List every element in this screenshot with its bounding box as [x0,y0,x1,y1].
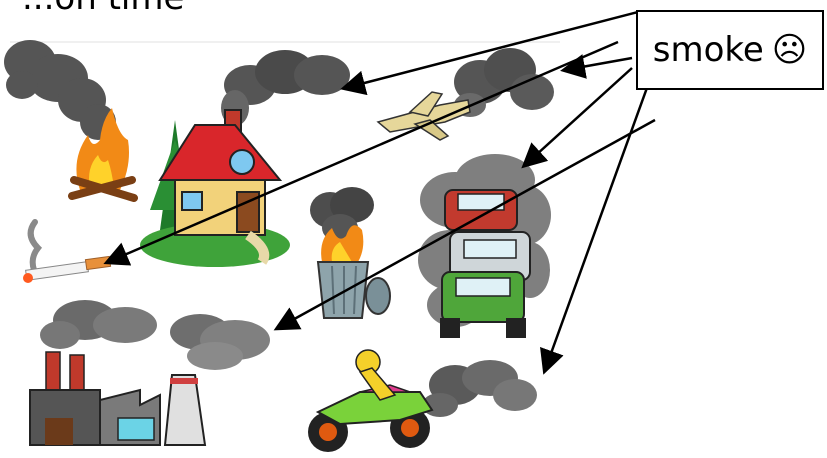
cigarette-smoke [31,222,38,270]
motorcycle-smoke [422,360,537,417]
house-round-window [230,150,254,174]
smoke-label-text: smoke [653,30,764,70]
factory-illustration [30,300,270,445]
campfire-smoke [4,40,116,140]
house-roof [160,125,280,180]
arrow-to-motorcycle-smoke [545,85,648,370]
sad-face-icon: ☹ [772,30,807,70]
campfire-illustration [4,40,134,198]
trash-smoke [310,187,374,242]
motorcycle-illustration [308,350,537,452]
house-window [182,192,202,210]
cars-illustration [418,154,551,338]
smoke-label-box: smoke ☹ [636,10,824,90]
cigarette-illustration [23,222,111,283]
trash-fire-illustration [310,187,390,318]
airplane-illustration [378,48,554,140]
